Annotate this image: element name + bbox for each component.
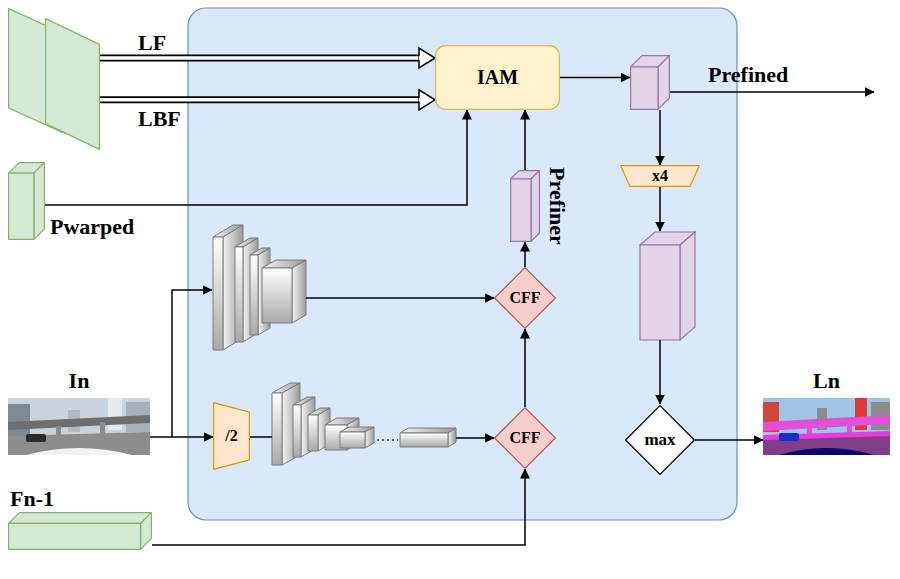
network-panel [188,8,737,520]
refiner-prediction-tensor-outline [510,170,540,242]
output-label-map: Ln [763,398,890,455]
full-resolution-encoder [213,225,306,350]
node-label: max [644,430,675,450]
arrow-connector [150,436,213,438]
branch-arrow [172,290,212,437]
node-label: x4 [652,167,668,185]
argmax-diamond: max [625,405,695,475]
warped-prediction-tensor-outline [8,162,45,240]
arrow-connector [152,469,525,545]
upsample-block: x4 [620,165,700,187]
tensor-label: In [69,368,90,394]
tensor-label: LBF [138,106,181,132]
arrow-connector [659,110,661,165]
upsampled-tensor [640,232,695,340]
feature-map-outline [45,18,100,150]
arrow-connector [45,110,467,205]
input-frame-illustration [8,398,150,455]
arrow-connector [524,110,526,170]
feature-vector: Fn-1 [8,512,152,550]
fusion-diamond: CFF [494,267,556,329]
double-arrow [63,48,435,68]
node-label: CFF [509,429,540,447]
output-label-map-illustration [763,398,890,455]
fusion-diamond: CFF [494,407,556,469]
attention-module-box: IAM [435,45,560,110]
half-resolution-encoder [272,383,456,465]
upsample-arrow [659,187,661,231]
prediction-tensor-outline [630,55,670,110]
tensor-label: Pwarped [50,214,134,240]
encoder-arrow [456,437,494,439]
feature-map: LBF [45,18,100,150]
ellipsis-line [377,439,398,441]
feature-vector-outline [8,512,152,550]
arrow-connector [524,329,526,407]
output-arrow [670,91,874,93]
encoder-arrow [306,297,494,299]
arrow-connector [695,439,763,441]
tensor-label: LF [138,30,166,56]
encoder-link [250,436,272,438]
tensor-label: Prefiner [544,167,570,245]
arrow-connector [524,242,526,267]
node-label: IAM [477,66,518,89]
arrow-connector [560,77,630,79]
input-frame: In [8,398,150,455]
node-label: /2 [225,427,237,445]
warped-prediction-tensor: Pwarped [8,162,45,240]
tensor-label: Fn-1 [10,486,54,512]
prediction-tensor: Prefined [630,55,670,110]
tensor-label: Ln [813,368,840,394]
argmax-arrow [659,340,661,404]
connector-layer [45,48,763,545]
refiner-prediction-tensor: Prefiner [510,170,540,242]
node-label: CFF [509,289,540,307]
tensor-label: Prefined [708,62,788,88]
downsample-block: /2 [213,402,250,470]
